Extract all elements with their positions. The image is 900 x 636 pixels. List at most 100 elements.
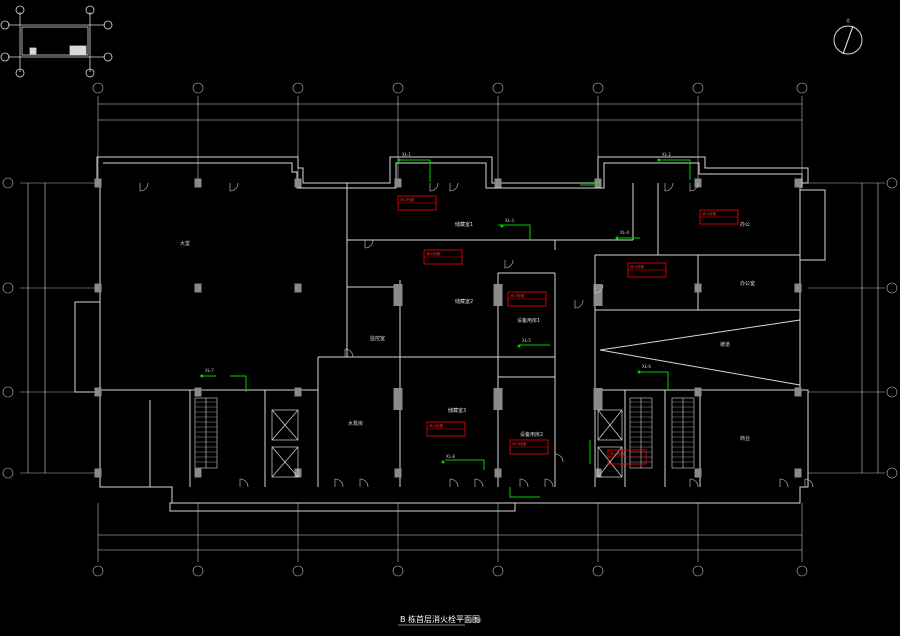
riser-label: XL-8 <box>446 454 455 459</box>
column <box>593 284 603 306</box>
column <box>394 468 402 478</box>
room-label: 设备用房1 <box>517 317 540 324</box>
riser-point <box>397 158 401 162</box>
grid-bubble-icon <box>292 82 304 94</box>
grid-bubble-icon <box>392 565 404 577</box>
riser-label: XL-2 <box>662 152 671 157</box>
room-label: 监控室 <box>370 335 385 342</box>
elevator-icon <box>271 409 623 478</box>
column <box>493 284 503 306</box>
column <box>194 387 202 397</box>
column <box>294 283 302 293</box>
riser-label: XL-3 <box>505 218 514 223</box>
north-label: 北 <box>846 17 850 23</box>
grid-bubble-icon <box>92 565 104 577</box>
column <box>794 387 802 397</box>
grid-bubble-icon <box>796 82 808 94</box>
door-swing-icon <box>139 182 814 488</box>
room-label: 坡道 <box>720 341 730 348</box>
grid-bubble-icon <box>886 282 898 294</box>
hydrant-tag-label: 消火栓箱 <box>429 423 443 428</box>
column <box>594 178 602 188</box>
stair-icon <box>194 397 695 469</box>
room-label: 储藏室1 <box>455 221 473 228</box>
grid-bubble-icon <box>886 386 898 398</box>
grid-bubble-icon <box>886 177 898 189</box>
hydrant-tag-label: 消火栓箱 <box>426 251 440 256</box>
grid-bubble-icon <box>2 177 14 189</box>
drawing-title: B 栋首层消火栓平面图 <box>400 614 480 624</box>
grid-bubble-icon <box>292 565 304 577</box>
column <box>494 178 502 188</box>
column <box>94 283 102 293</box>
column <box>94 387 102 397</box>
grid-bubble-icon <box>886 467 898 479</box>
grid-bubble-icon <box>692 82 704 94</box>
riser-label: XL-5 <box>522 338 531 343</box>
room-label: 办公 <box>740 221 750 228</box>
grid-bubble-icon <box>796 565 808 577</box>
column <box>694 283 702 293</box>
grid-axes-horizontal <box>2 177 898 479</box>
riser-point <box>517 344 521 348</box>
column <box>194 283 202 293</box>
room-label: 储藏室3 <box>448 407 466 414</box>
riser-point <box>500 224 504 228</box>
column <box>694 387 702 397</box>
riser-label: XL-7 <box>205 368 214 373</box>
grid-bubble-icon <box>92 82 104 94</box>
column <box>94 468 102 478</box>
room-label: 设备用房2 <box>520 431 543 438</box>
riser-label: XL-6 <box>642 364 651 369</box>
grid-bubble-icon <box>2 386 14 398</box>
column <box>493 388 503 410</box>
room-label: 办公室 <box>740 280 755 287</box>
dimension-lines <box>27 103 879 551</box>
column <box>794 468 802 478</box>
grid-bubble-icon <box>492 565 504 577</box>
key-plan <box>0 5 113 78</box>
riser-point <box>657 158 661 162</box>
room-label: 水泵房 <box>348 420 363 427</box>
column <box>194 468 202 478</box>
riser-label: XL-4 <box>620 230 629 235</box>
column <box>494 468 502 478</box>
riser-point <box>615 236 619 240</box>
hydrant-tag-label: 消火栓箱 <box>702 211 716 216</box>
north-arrow-icon <box>833 25 863 55</box>
riser-point <box>200 374 204 378</box>
column <box>393 388 403 410</box>
drawing-scale: 1:100 <box>470 618 482 623</box>
grid-bubble-icon <box>2 467 14 479</box>
riser-label: XL-1 <box>402 152 411 157</box>
grid-bubble-icon <box>192 565 204 577</box>
column <box>294 387 302 397</box>
column <box>794 283 802 293</box>
grid-bubble-icon <box>192 82 204 94</box>
column <box>394 178 402 188</box>
hydrant-tag-label: 消火栓箱 <box>400 197 414 202</box>
grid-bubble-icon <box>592 82 604 94</box>
hydrant-pipe-network <box>200 159 691 498</box>
grid-bubble-icon <box>2 282 14 294</box>
column <box>294 178 302 188</box>
hydrant-tag-label: 消火栓箱 <box>610 451 624 456</box>
grid-bubble-icon <box>392 82 404 94</box>
building-walls <box>74 156 826 512</box>
column <box>593 388 603 410</box>
room-label: 储藏室2 <box>455 298 473 305</box>
column <box>94 178 102 188</box>
riser-point <box>637 370 641 374</box>
column <box>194 178 202 188</box>
room-label: 大堂 <box>180 240 190 247</box>
riser-point <box>441 460 445 464</box>
room-label: 商业 <box>740 435 750 442</box>
grid-axes-vertical <box>92 82 808 577</box>
grid-bubble-icon <box>592 565 604 577</box>
hydrant-tag-label: 消火栓箱 <box>512 441 526 446</box>
hydrant-tag-label: 消火栓箱 <box>630 264 644 269</box>
grid-bubble-icon <box>492 82 504 94</box>
column <box>393 284 403 306</box>
